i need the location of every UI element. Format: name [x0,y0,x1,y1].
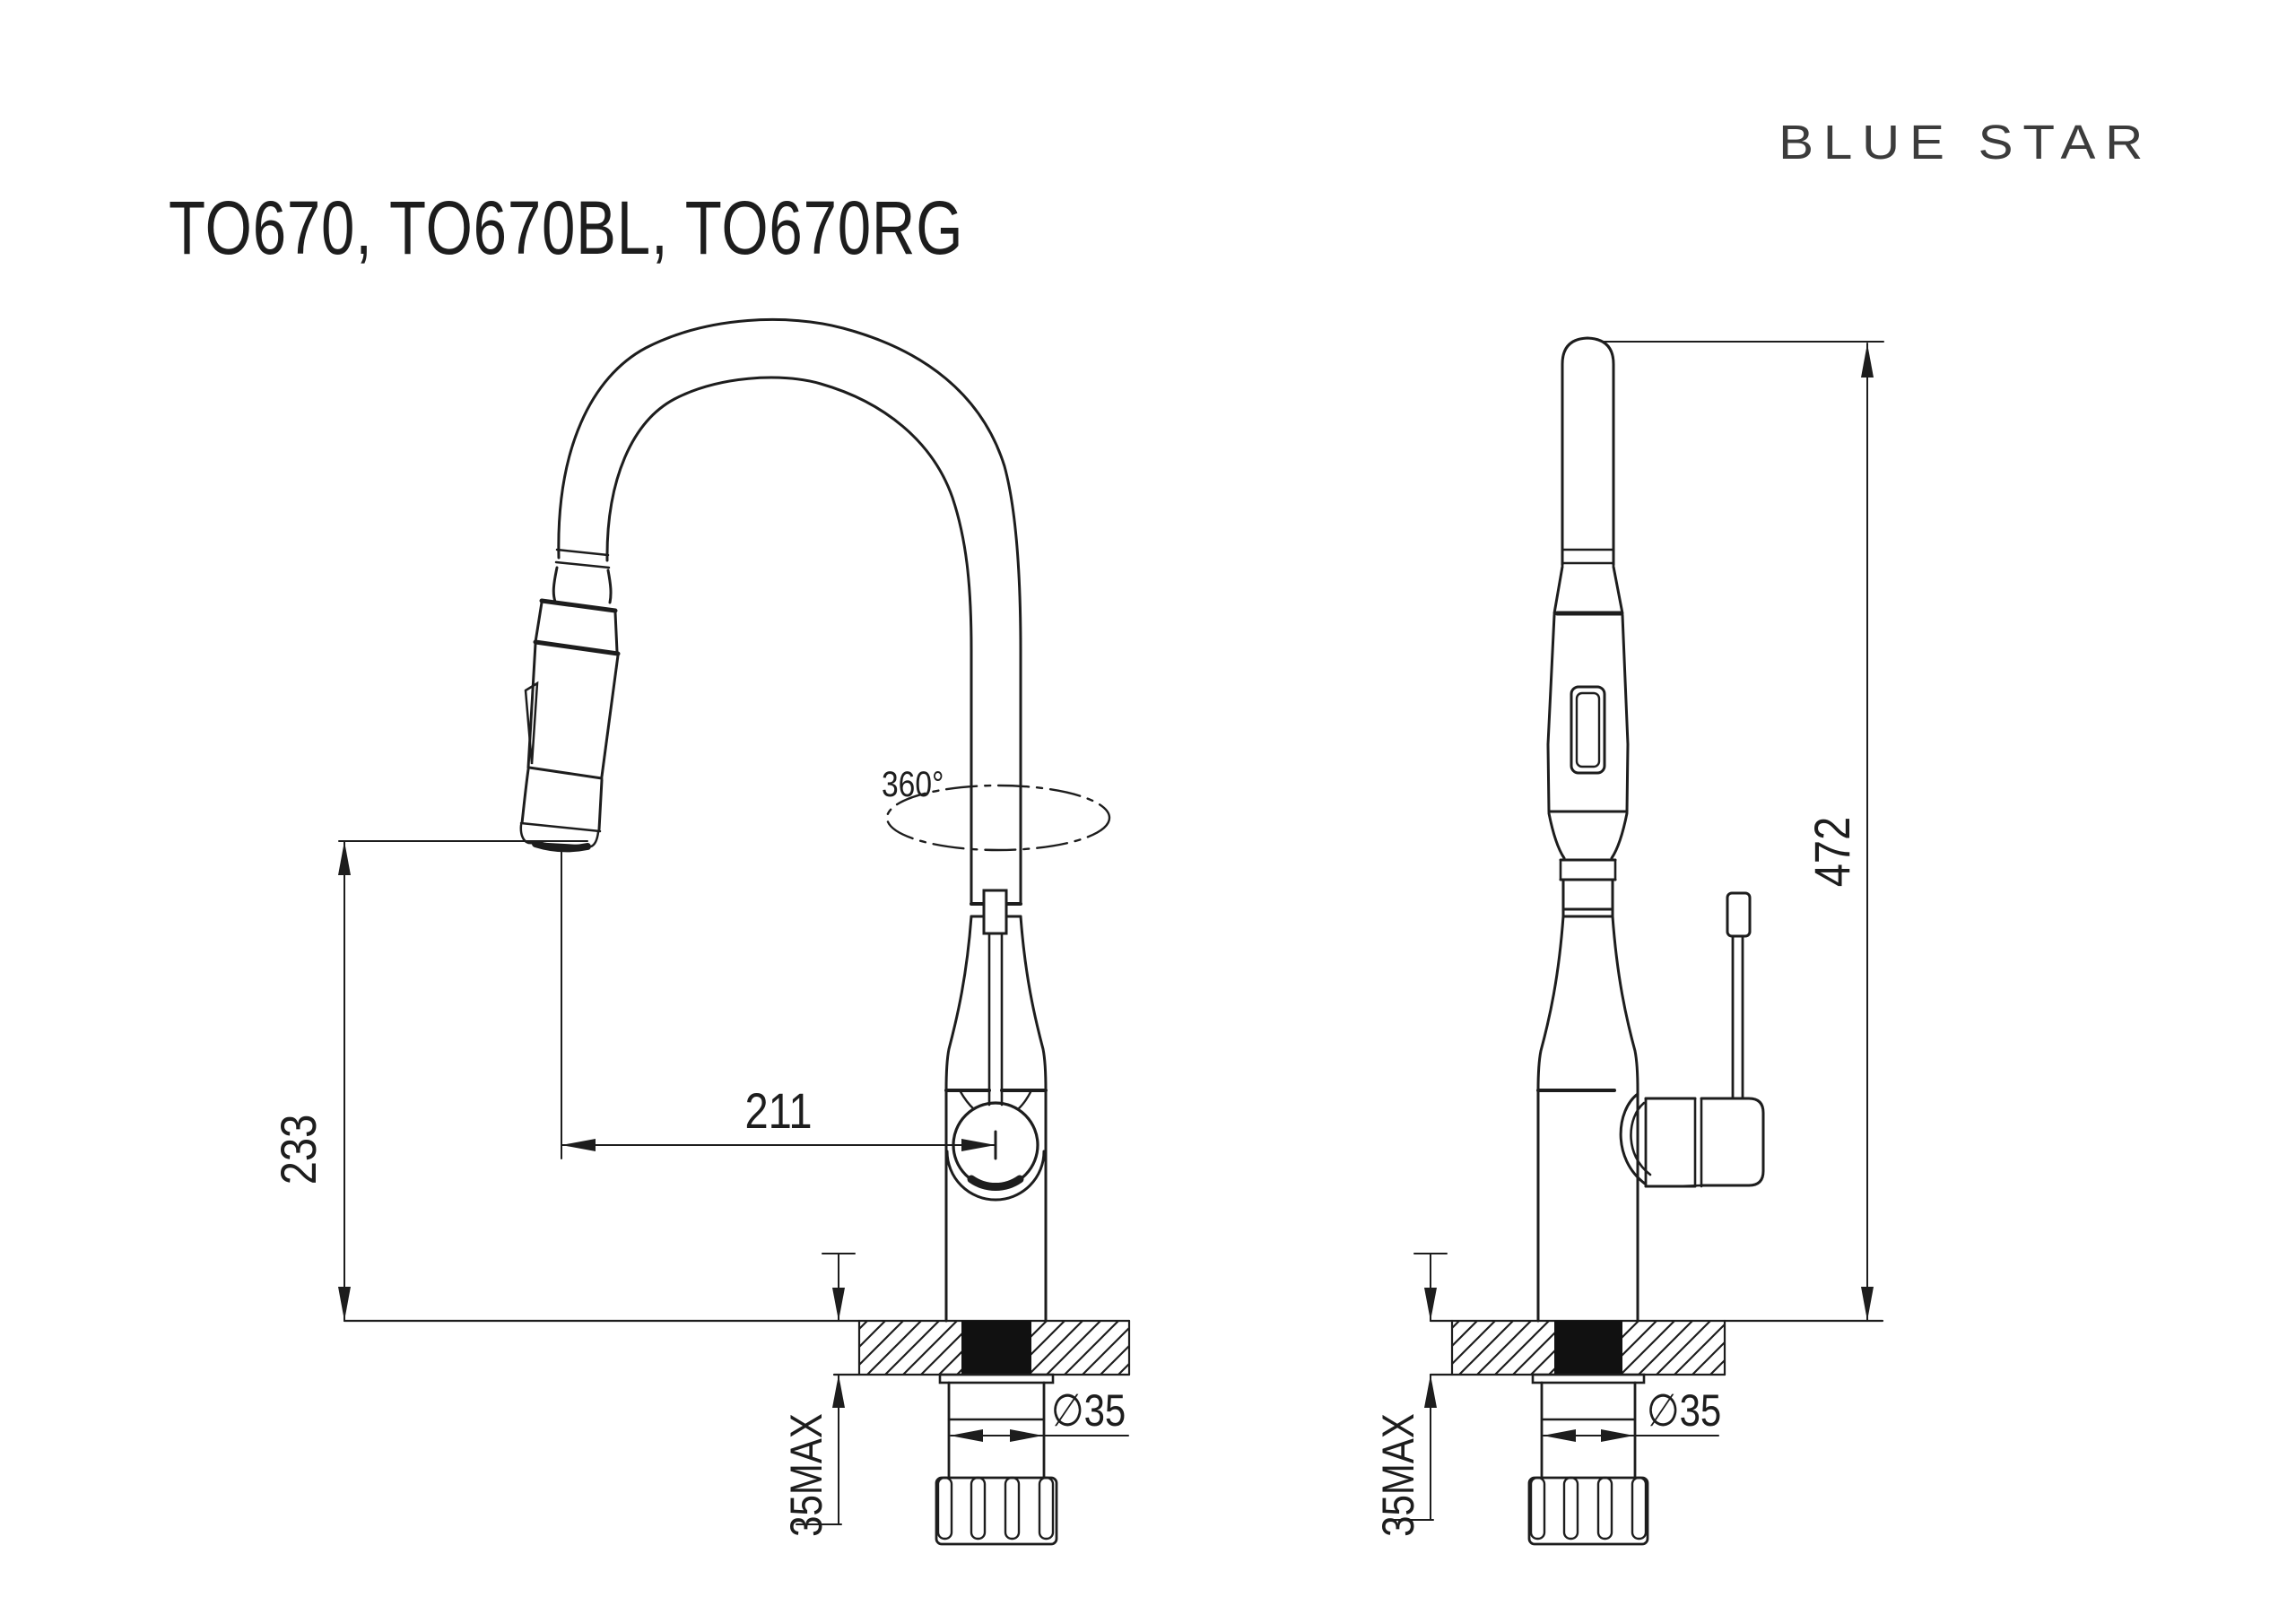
dim-label-35max-side: 35MAX [1373,1413,1423,1537]
dimension-233 [338,840,588,1322]
brand-logo: BLUE STAR [1779,116,2152,169]
deck-hole [961,1321,1031,1375]
deck-hole [1554,1321,1622,1375]
front-deck [343,1319,1131,1376]
handle-lever [1731,934,1744,1100]
side-sprayer-head [1546,565,1630,881]
side-shank-nut [1527,1373,1649,1546]
dim-label-360: 360° [882,764,944,803]
dimension-211 [561,846,996,1159]
dim-label-472: 472 [1804,817,1860,887]
dimension-35max-side [1387,1253,1448,1521]
dim-label-233: 233 [270,1115,326,1185]
side-view-drawing [1429,336,1884,1546]
side-spout-tip [1561,336,1615,567]
dim-label-dia35-front: ∅35 [1051,1385,1126,1436]
handle-knob [1726,891,1752,938]
dimension-35max-front [796,1253,856,1525]
side-handle [1619,891,1765,1188]
front-view-drawing [343,317,1131,1546]
sprayer-clip [524,681,539,765]
side-body [1536,878,1639,1323]
dimension-472 [1603,341,1884,1322]
dimension-dia35-front [950,1429,1129,1442]
spout-arch [554,317,1022,906]
hose-connector [982,889,1008,935]
front-shank-nut [935,1373,1058,1546]
pull-down-sprayer [519,566,621,853]
handle-cap [1700,1097,1765,1187]
dimension-dia35-side [1543,1429,1719,1442]
side-deck [1429,1319,1884,1376]
dimension-360 [885,784,1111,852]
model-title: TO670, TO670BL, TO670RG [169,186,964,270]
dim-label-211: 211 [745,1082,813,1139]
dim-label-dia35-side: ∅35 [1647,1385,1721,1436]
dim-label-35max-front: 35MAX [781,1413,831,1537]
front-body [944,889,1048,1323]
sprayer-button [1570,685,1606,775]
